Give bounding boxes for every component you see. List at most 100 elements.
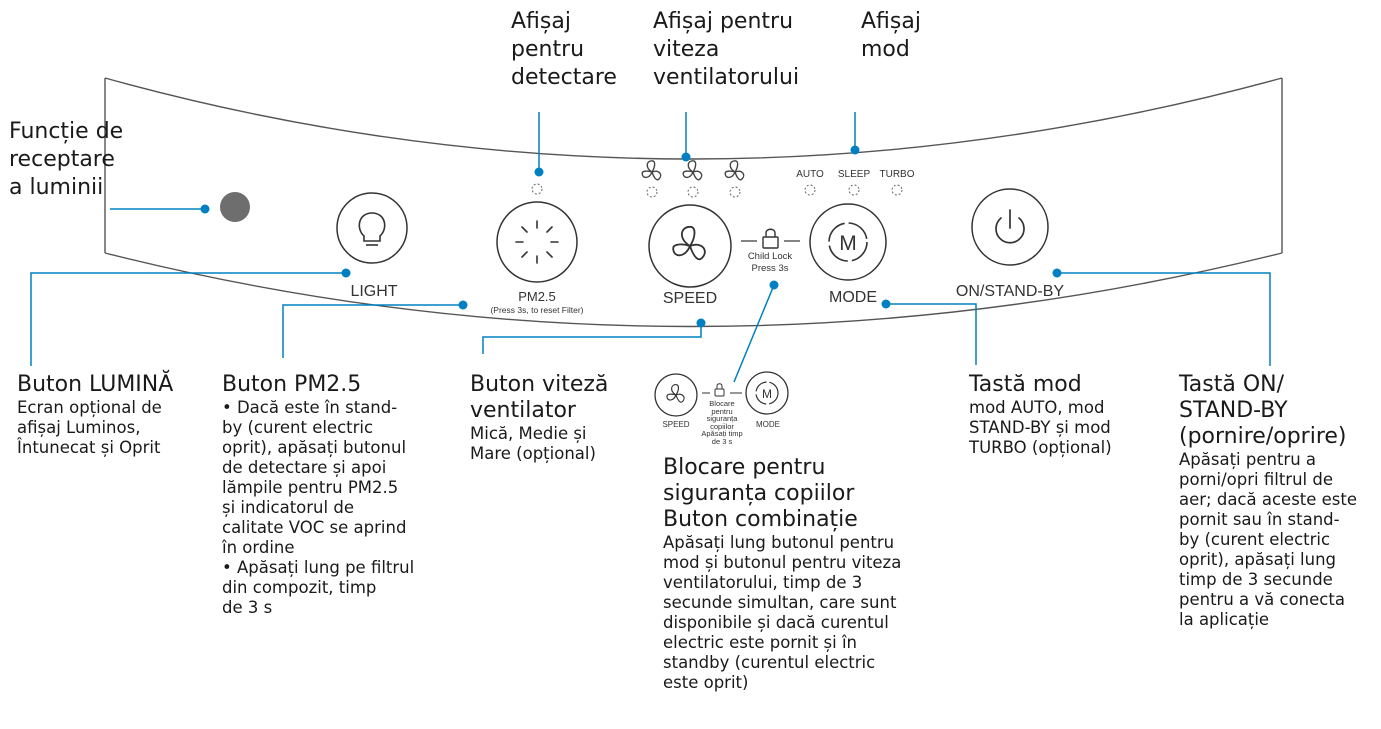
mini-lock-line: de 3 s — [711, 436, 733, 446]
light-sensor-label: Funcție de receptare a luminii — [9, 118, 123, 202]
light-label: LIGHT — [350, 283, 398, 300]
callout-line: calitate VOC se aprind — [222, 518, 407, 537]
label-line: Afișaj — [861, 9, 921, 34]
callout-pm25: Buton PM2.5 • Dacă este în stand- by (cu… — [222, 372, 452, 618]
callout-line: pornit sau în stand- — [1179, 510, 1340, 529]
speed-button[interactable] — [648, 204, 732, 288]
callout-line: Apăsați pentru a — [1179, 450, 1317, 469]
callout-line: Întunecat și Oprit — [17, 438, 161, 457]
callout-title: STAND-BY — [1179, 398, 1288, 423]
label-line: detectare — [511, 65, 617, 90]
callout-line: afișaj Luminos, — [17, 418, 141, 437]
callout-line: și indicatorul de — [222, 498, 354, 517]
fan-mid-indicator — [687, 186, 699, 198]
detection-display-label: Afișaj pentru detectare — [511, 8, 617, 92]
mini-lock-icon — [714, 383, 725, 397]
mini-fan-icon — [666, 384, 685, 403]
dot-power — [1052, 268, 1062, 278]
callout-line: în ordine — [222, 538, 295, 557]
power-label: ON/STAND-BY — [955, 283, 1065, 300]
svg-text:M: M — [762, 387, 772, 401]
callout-line: porni/opri filtrul de — [1179, 470, 1333, 489]
detection-icon — [515, 220, 559, 264]
callout-mode: Tastă mod mod AUTO, mod STAND-BY și mod … — [969, 372, 1159, 458]
panel-bottom-edge — [104, 252, 1283, 328]
callout-title: siguranța copiilor — [663, 481, 855, 506]
callout-line: ventilatorului, timp de 3 — [663, 573, 863, 592]
callout-line: este oprit) — [663, 673, 749, 692]
leader-pm25 — [282, 304, 463, 358]
svg-text:M: M — [839, 232, 857, 255]
fan-high-indicator — [729, 186, 741, 198]
callout-line: de 3 s — [222, 598, 273, 617]
leader-power — [1057, 272, 1271, 366]
label-line: ventilatorului — [653, 65, 800, 90]
fan-icon — [672, 225, 706, 261]
callout-title: Buton PM2.5 — [222, 372, 362, 397]
mode-label: MODE — [829, 289, 877, 306]
turbo-indicator — [891, 184, 903, 196]
callout-line: mod și butonul pentru viteza — [663, 553, 902, 572]
dot-fan-display — [681, 152, 691, 162]
auto-indicator — [804, 184, 816, 196]
power-icon — [995, 209, 1025, 244]
child-lock-label-1: Child Lock — [747, 251, 793, 262]
mode-button[interactable]: M — [809, 203, 887, 281]
callout-line: timp de 3 secunde — [1179, 570, 1333, 589]
mini-lock-line: Apăsați timp — [701, 429, 743, 439]
lock-icon — [762, 228, 779, 249]
callout-fan: Buton viteză ventilator Mică, Medie și M… — [470, 372, 650, 464]
callout-line: din compozit, timp — [222, 578, 377, 597]
label-line: Afișaj — [511, 9, 571, 34]
callout-line: oprit), apăsați butonul — [222, 438, 407, 457]
label-line: viteza — [653, 37, 720, 62]
pm25-sublabel: (Press 3s, to reset Filter) — [490, 305, 584, 315]
mode-display-label: Afișaj mod — [861, 8, 921, 64]
sleep-label: SLEEP — [837, 169, 871, 180]
fan-speed-display-label: Afișaj pentru viteza ventilatorului — [653, 8, 799, 92]
callout-line: de detectare și apoi — [222, 458, 387, 477]
label-line: Afișaj pentru — [653, 9, 794, 34]
sleep-indicator — [848, 184, 860, 196]
dot-mode-key — [881, 299, 891, 309]
callout-title: Buton viteză — [470, 372, 609, 397]
dot-speed — [696, 318, 706, 328]
dot-light-sensor — [200, 204, 210, 214]
power-button[interactable] — [971, 188, 1049, 266]
callout-line: by (curent electric — [1179, 530, 1331, 549]
callout-title: Blocare pentru — [663, 455, 826, 480]
fan-speed-high-icon — [724, 160, 745, 181]
dot-detection — [534, 167, 544, 177]
light-button[interactable] — [336, 192, 408, 264]
callout-light: Buton LUMINĂ Ecran opțional de afișaj Lu… — [17, 372, 207, 458]
callout-line: Mare (opțional) — [470, 444, 596, 463]
callout-line: • Dacă este în stand- — [222, 398, 398, 417]
detection-indicator — [531, 183, 543, 195]
callout-title: Buton combinație — [663, 507, 858, 532]
callout-line: mod AUTO, mod — [969, 398, 1105, 417]
mini-lock-text: Blocare pentru siguranța copiilor Apăsaț… — [699, 400, 745, 446]
callout-line: la aplicație — [1179, 610, 1270, 629]
callout-title: Buton LUMINĂ — [17, 372, 174, 397]
bulb-icon — [358, 212, 386, 246]
callout-title: (pornire/oprire) — [1179, 424, 1347, 449]
label-line: pentru — [511, 37, 585, 62]
mini-lock-line: copiilor — [710, 421, 734, 431]
callout-line: • Apăsați lung pe filtrul — [222, 558, 415, 577]
speed-label: SPEED — [662, 290, 718, 307]
callout-line: Mică, Medie și — [470, 424, 587, 443]
mini-lock-line: Blocare — [709, 399, 735, 408]
pm25-button[interactable] — [496, 201, 578, 283]
mini-mode-label: MODE — [756, 420, 780, 429]
callout-line: by (curent electric — [222, 418, 374, 437]
mode-m-icon: M — [828, 222, 868, 262]
mini-speed-button — [654, 373, 698, 417]
mini-lock-line: pentru — [711, 406, 733, 416]
child-lock-label-2: Press 3s — [751, 263, 789, 274]
callout-line: disponibile și dacă curentul — [663, 613, 889, 632]
leader-light-button — [30, 272, 346, 366]
dot-pm25 — [458, 300, 468, 310]
panel-top-edge — [104, 77, 1283, 160]
dot-light-button — [341, 268, 351, 278]
